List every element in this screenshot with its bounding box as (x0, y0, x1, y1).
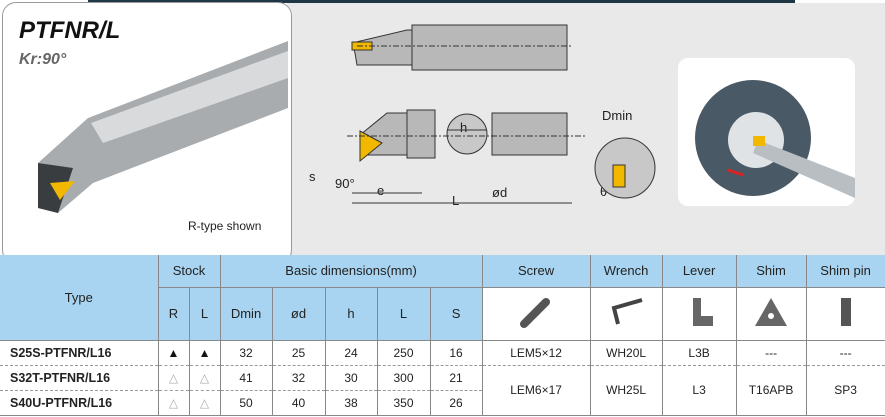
label-e: e (377, 183, 384, 198)
lever-icon (662, 287, 737, 341)
shim-cell: --- (736, 340, 807, 366)
screw-cell: LEM6×17 (482, 365, 591, 416)
type-cell: S40U-PTFNR/L16 (0, 390, 159, 416)
product-panel: PTFNR/L Kr:90° R-type shown (2, 2, 292, 264)
screw-icon (482, 287, 591, 341)
type-cell: S25S-PTFNR/L16 (0, 340, 159, 366)
kr-angle: Kr:90° (19, 51, 67, 68)
table-row: S40U-PTFNR/L16 △ △ 50 40 38 350 26 (0, 390, 885, 416)
header-l: L (189, 287, 221, 341)
od-cell: 32 (272, 365, 326, 391)
s-cell: 21 (430, 365, 483, 391)
table-row: S32T-PTFNR/L16 △ △ 41 32 30 300 21 LEM6×… (0, 365, 885, 416)
header-stock: Stock (158, 255, 221, 288)
shim-pin-icon (806, 287, 885, 341)
dmin-cell: 32 (220, 340, 273, 366)
header-length: L (377, 287, 431, 341)
dmin-cell: 41 (220, 365, 273, 391)
spec-table: Type Stock Basic dimensions(mm) Screw Wr… (0, 255, 885, 416)
shim-pin-cell: --- (806, 340, 885, 366)
shim-icon (736, 287, 807, 341)
header-dmin: Dmin (220, 287, 273, 341)
type-cell: S32T-PTFNR/L16 (0, 365, 159, 391)
header-r: R (158, 287, 190, 341)
wrench-icon (590, 287, 663, 341)
diagram-panel: h s 90° e L ød Dmin θ (287, 3, 885, 255)
stock-l: △ (189, 390, 221, 416)
label-dmin: Dmin (602, 108, 632, 123)
stock-l: ▲ (189, 340, 221, 366)
header-shim: Shim (736, 255, 807, 288)
s-cell: 16 (430, 340, 483, 366)
screw-cell: LEM5×12 (482, 340, 591, 366)
length-cell: 350 (377, 390, 431, 416)
lever-cell: L3 (662, 365, 737, 416)
header-od: ød (272, 287, 326, 341)
s-cell: 26 (430, 390, 483, 416)
header-lever: Lever (662, 255, 737, 288)
od-cell: 40 (272, 390, 326, 416)
header-wrench: Wrench (590, 255, 663, 288)
lever-cell: L3B (662, 340, 737, 366)
stock-r: △ (158, 365, 190, 391)
h-cell: 24 (325, 340, 378, 366)
h-cell: 30 (325, 365, 378, 391)
table-row: S25S-PTFNR/L16 ▲ ▲ 32 25 24 250 16 LEM5×… (0, 340, 885, 366)
header-screw: Screw (482, 255, 591, 288)
label-theta: θ (600, 184, 607, 199)
length-cell: 250 (377, 340, 431, 366)
tool-in-bore-photo (678, 58, 855, 206)
label-L: L (452, 193, 459, 208)
label-h: h (460, 120, 467, 135)
wrench-cell: WH20L (590, 340, 663, 366)
header-s: S (430, 287, 483, 341)
stock-r: ▲ (158, 340, 190, 366)
length-cell: 300 (377, 365, 431, 391)
label-s: s (309, 169, 316, 184)
label-angle: 90° (335, 176, 355, 191)
tool-holder-image (38, 41, 288, 213)
technical-drawing: h s 90° e L ød Dmin θ (309, 24, 656, 208)
wrench-cell: WH25L (590, 365, 663, 416)
label-od: ød (492, 185, 507, 200)
h-cell: 38 (325, 390, 378, 416)
od-cell: 25 (272, 340, 326, 366)
header-basic-dimensions: Basic dimensions(mm) (220, 255, 483, 288)
dmin-cell: 50 (220, 390, 273, 416)
r-type-caption: R-type shown (188, 219, 262, 233)
product-title: PTFNR/L (19, 17, 121, 44)
shim-cell: T16APB (736, 365, 807, 416)
shim-pin-cell: SP3 (806, 365, 885, 416)
stock-l: △ (189, 365, 221, 391)
header-h: h (325, 287, 378, 341)
header-shim-pin: Shim pin (806, 255, 885, 288)
stock-r: △ (158, 390, 190, 416)
header-type: Type (0, 255, 159, 341)
top-bar (88, 0, 795, 3)
